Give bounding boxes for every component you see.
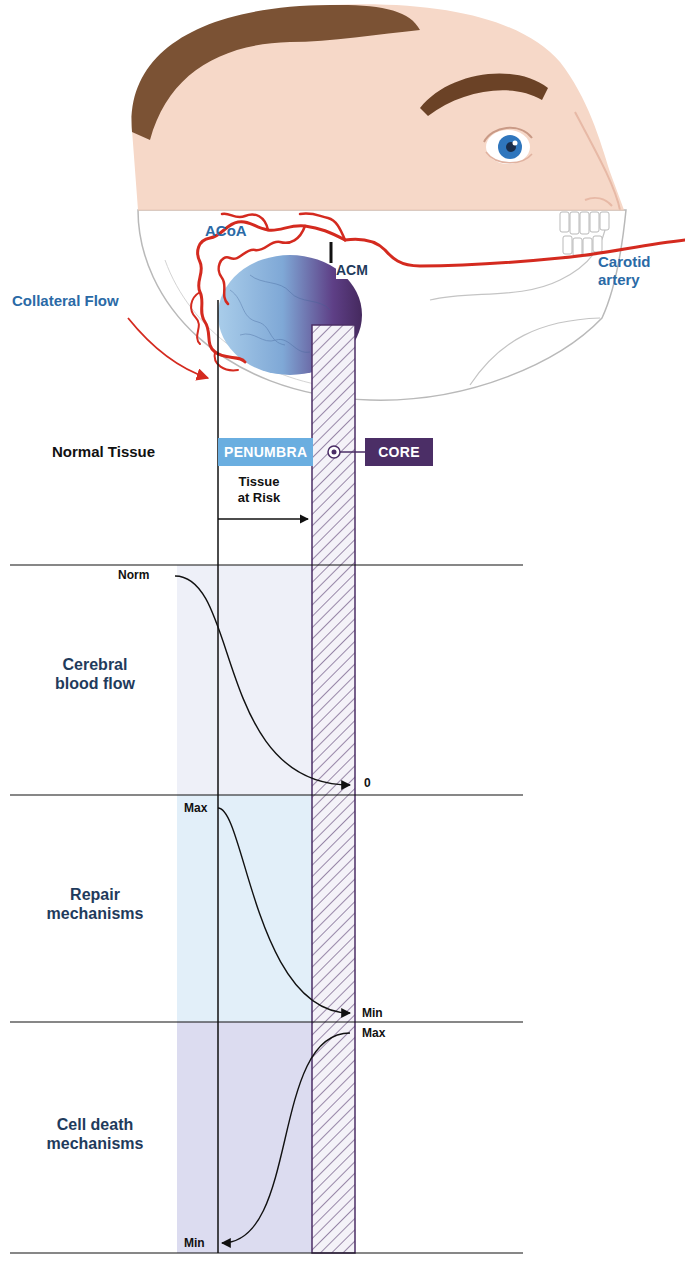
- eye-glint: [513, 141, 518, 146]
- axis-value: Min: [184, 1236, 224, 1250]
- row-shade: [177, 1022, 312, 1253]
- row-label: Repair mechanisms: [45, 885, 145, 923]
- tooth: [600, 212, 609, 230]
- core-pointer: [340, 451, 365, 453]
- axis-value: 0: [364, 776, 394, 790]
- eyebrow: [420, 73, 548, 116]
- teeth: [560, 212, 609, 256]
- row-shade: [177, 795, 312, 1022]
- collateral-arrow: [128, 318, 208, 378]
- tooth: [593, 236, 602, 252]
- jaw-line: [470, 318, 600, 385]
- row-divider: [10, 1252, 523, 1253]
- artery-label: ACM: [336, 262, 380, 279]
- iris: [498, 135, 522, 159]
- occlusion-mark: [330, 242, 333, 263]
- artery-label: Carotid artery: [598, 253, 678, 289]
- eye-lower: [486, 152, 532, 163]
- skull-outline: [138, 210, 626, 400]
- tooth: [573, 238, 582, 256]
- core-pointer-dot: [332, 450, 337, 455]
- face: [132, 4, 624, 210]
- tooth: [580, 212, 589, 234]
- cut-line: [138, 210, 624, 211]
- core-box: CORE: [365, 438, 433, 466]
- row-label: Cerebral blood flow: [45, 655, 145, 693]
- axis-value: Norm: [118, 568, 168, 582]
- core-pointer-ring: [328, 446, 340, 458]
- collateral-vessel: [191, 292, 200, 344]
- flow-label: Collateral Flow: [12, 292, 162, 310]
- nostril: [585, 198, 612, 206]
- axis-value: Max: [362, 1026, 402, 1040]
- hair: [132, 5, 420, 140]
- small-vessel: [240, 334, 310, 352]
- row-divider: [10, 1021, 523, 1022]
- axis-value: Max: [184, 801, 224, 815]
- small-vessel: [250, 275, 330, 310]
- arteries: [191, 213, 685, 370]
- tooth: [590, 212, 599, 232]
- zone-label: Normal Tissue: [52, 443, 182, 461]
- core-column: [312, 325, 355, 1253]
- repair-curve: [218, 808, 350, 1013]
- tooth: [563, 236, 572, 254]
- risk-arrow: [218, 518, 308, 519]
- tooth: [560, 212, 569, 232]
- tooth: [570, 212, 579, 234]
- cell-death-curve: [222, 1033, 350, 1243]
- node-text: CORE: [378, 444, 420, 460]
- penumbra-box: PENUMBRA: [218, 438, 313, 466]
- row-label: Cell death mechanisms: [45, 1115, 145, 1153]
- blood-flow-curve: [175, 576, 350, 785]
- collateral-vessel: [300, 213, 345, 240]
- row-divider: [10, 794, 523, 795]
- artery-label: ACoA: [205, 222, 275, 240]
- axis-value: Min: [362, 1006, 402, 1020]
- risk-label: Tissue at Risk: [233, 474, 285, 505]
- node-text: PENUMBRA: [224, 444, 307, 460]
- nose: [575, 112, 620, 210]
- row-divider: [10, 564, 523, 565]
